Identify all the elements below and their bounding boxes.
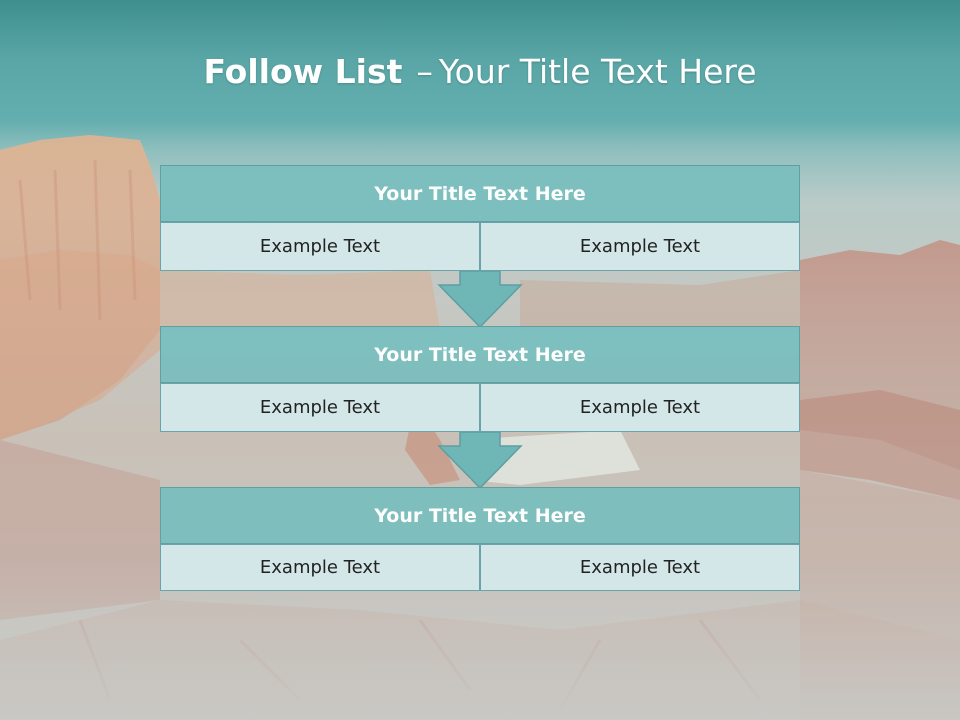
block-2-left-text: Example Text: [160, 383, 480, 432]
slide-title-separator: –: [416, 52, 433, 91]
block-2-right-text: Example Text: [480, 383, 800, 432]
block-2-title: Your Title Text Here: [160, 326, 800, 383]
slide-title-bold: Follow List: [203, 52, 403, 91]
block-1-title: Your Title Text Here: [160, 165, 800, 222]
down-arrow-1-icon: [437, 271, 523, 329]
block-3-title: Your Title Text Here: [160, 487, 800, 544]
slide-title-rest: Your Title Text Here: [438, 52, 757, 91]
block-1-left-text: Example Text: [160, 222, 480, 271]
block-1-right-text: Example Text: [480, 222, 800, 271]
block-3-right-text: Example Text: [480, 544, 800, 591]
down-arrow-2-icon: [437, 432, 523, 490]
block-3-left-text: Example Text: [160, 544, 480, 591]
slide-title: Follow List–Your Title Text Here: [0, 52, 960, 91]
